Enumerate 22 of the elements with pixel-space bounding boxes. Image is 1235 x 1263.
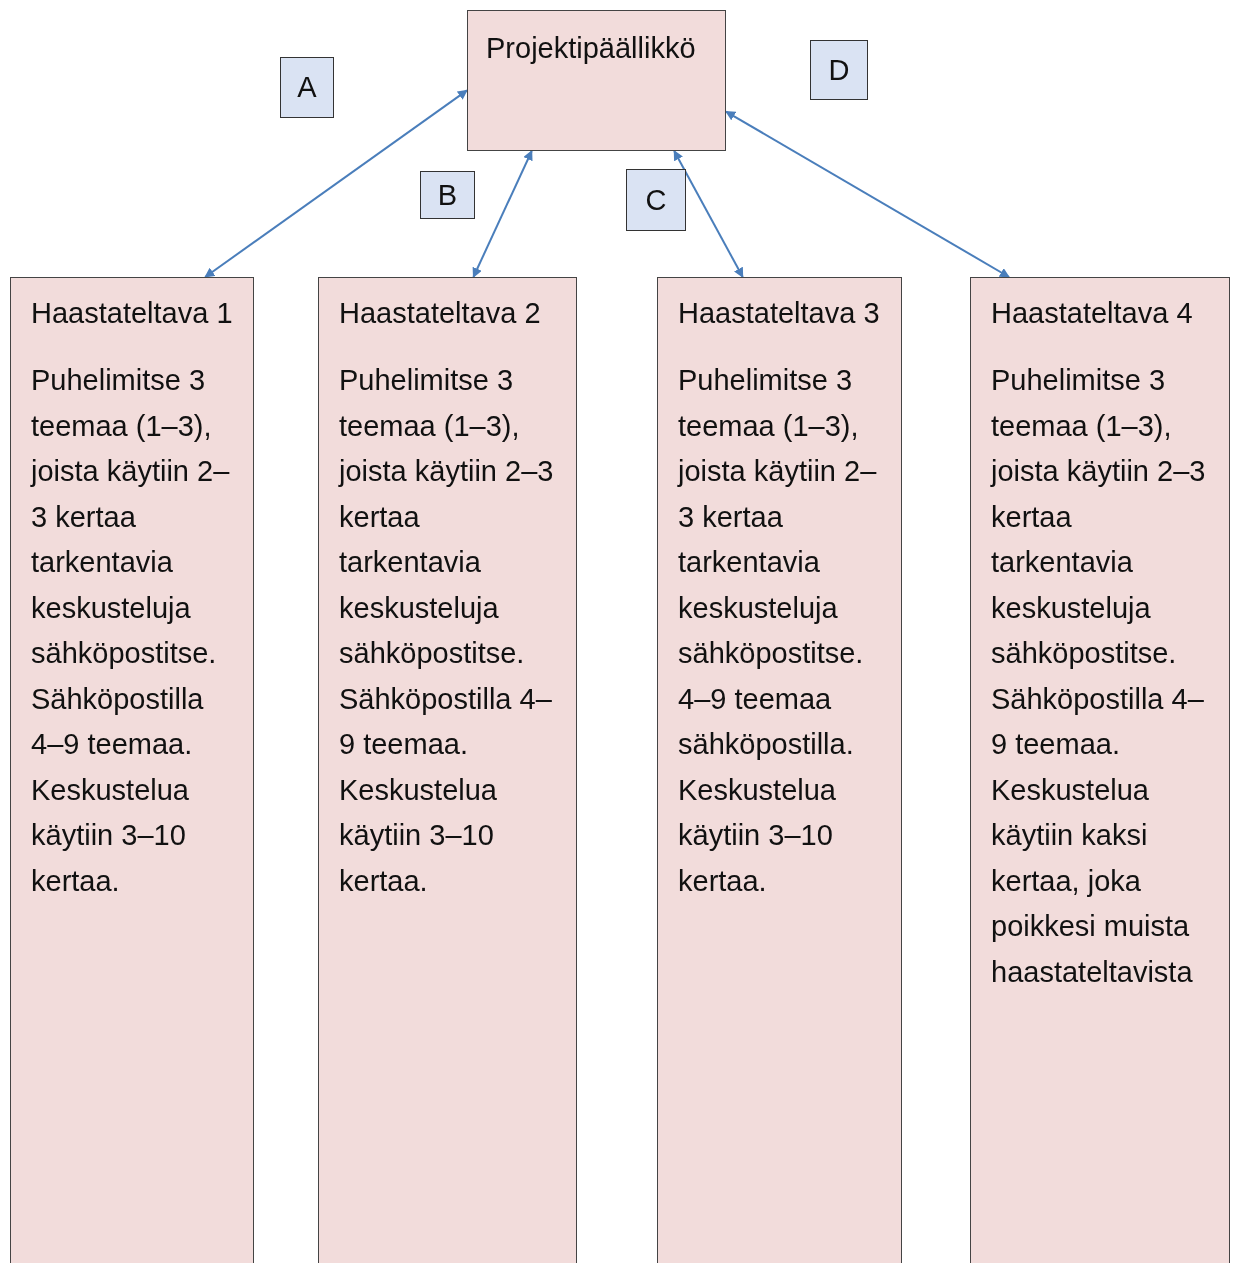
double-arrow <box>725 110 1010 278</box>
box-heading: Haastateltava 1 <box>31 296 234 331</box>
manager-box <box>467 10 726 151</box>
edge-label: B <box>420 171 475 219</box>
double-arrow <box>472 150 533 278</box>
interviewee-box <box>10 277 254 1263</box>
box-heading: Haastateltava 3 <box>678 296 881 331</box>
interviewee-box <box>657 277 902 1263</box>
edge-label: D <box>810 40 868 100</box>
box-heading: Haastateltava 4 <box>991 296 1194 331</box>
double-arrow <box>204 89 468 278</box>
interviewee-box <box>318 277 577 1263</box>
interviewee-box <box>970 277 1230 1263</box>
edge-label: A <box>280 57 334 118</box>
box-text: Puhelimitse 3 teemaa (1–3), joista käytiin 2–3 kertaa tarkentavia keskusteluja sähköpostitse. Sähköpostilla 4–9 teemaa. Keskustelua käytiin kaksi kertaa, joka poikkesi muista haastateltavista <box>991 363 1207 990</box>
edge-label: C <box>626 169 686 231</box>
box-heading: Projektipäällikkö <box>486 31 697 66</box>
box-text: Puhelimitse 3 teemaa (1–3), joista käytiin 2–3 kertaa tarkentavia keskusteluja sähköpostitse. Sähköpostilla 4–9 teemaa. Keskustelua käytiin 3–10 kertaa. <box>339 363 555 899</box>
box-heading: Haastateltava 2 <box>339 296 542 331</box>
box-text: Puhelimitse 3 teemaa (1–3), joista käytiin 2–3 kertaa tarkentavia keskusteluja sähköpostitse. Sähköpostilla 4–9 teemaa. Keskustelua käytiin 3–10 kertaa. <box>31 363 231 899</box>
box-text: Puhelimitse 3 teemaa (1–3), joista käytiin 2–3 kertaa tarkentavia keskusteluja sähköpostitse. 4–9 teemaa sähköpostilla. Keskustelua käytiin 3–10 kertaa. <box>678 363 878 899</box>
double-arrow <box>673 150 744 278</box>
